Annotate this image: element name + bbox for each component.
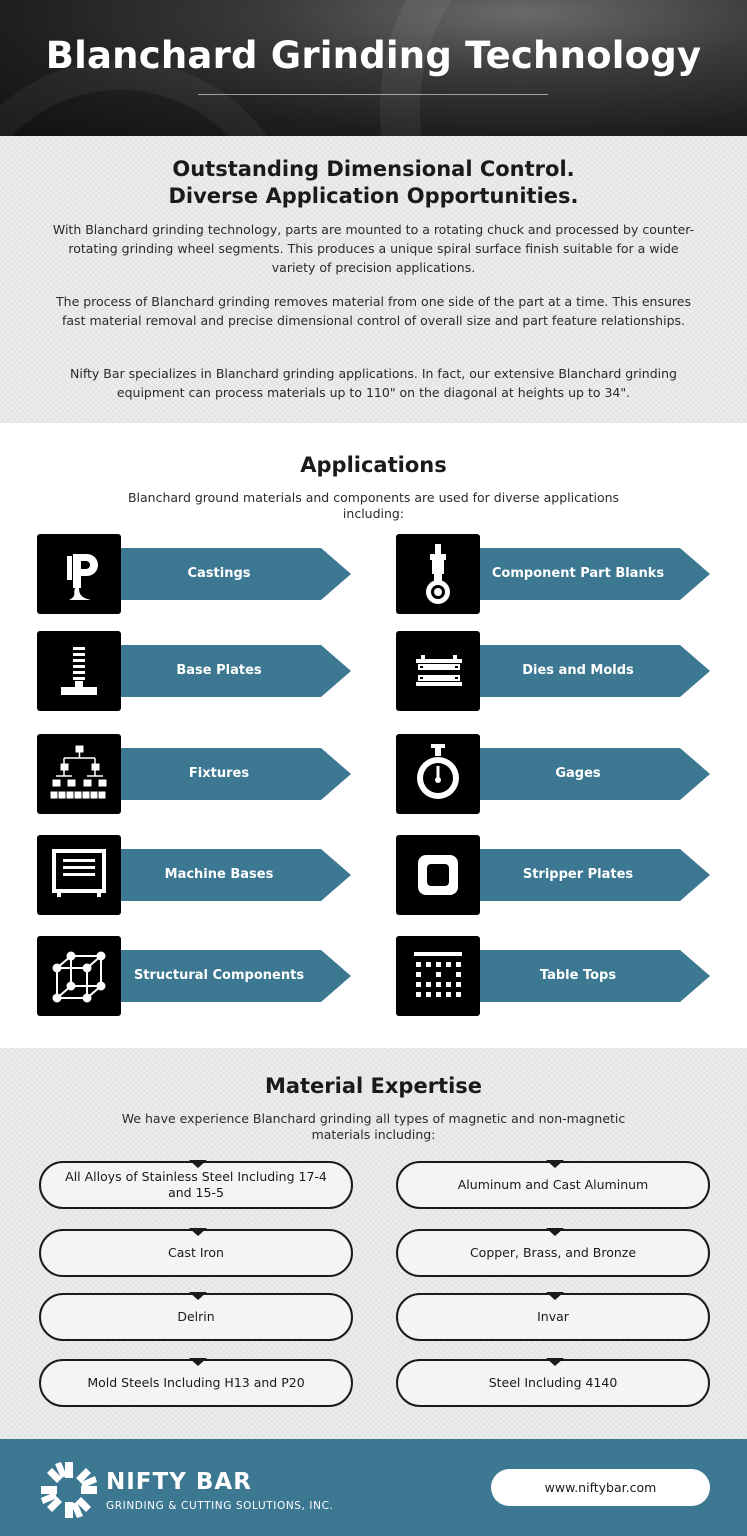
material-item: Delrin [39, 1292, 353, 1341]
brand-tagline: GRINDING & CUTTING SOLUTIONS, INC. [106, 1500, 334, 1512]
base-plate-icon [37, 631, 121, 711]
application-castings: Castings [37, 534, 351, 614]
component-part-icon [396, 534, 480, 614]
application-gages: Gages [396, 734, 710, 814]
intro-heading-line2: Diverse Application Opportunities. [168, 184, 579, 208]
notch-marker [546, 1228, 564, 1236]
casting-pour-icon [37, 534, 121, 614]
website-link-button[interactable]: www.niftybar.com [491, 1469, 710, 1506]
notch-marker [189, 1160, 207, 1168]
notch-marker [189, 1228, 207, 1236]
material-label: Delrin [177, 1309, 215, 1324]
notch-marker [546, 1358, 564, 1366]
application-label: Gages [555, 766, 601, 781]
material-label: Aluminum and Cast Aluminum [457, 1177, 649, 1192]
intro-heading-line1: Outstanding Dimensional Control. [172, 157, 575, 181]
nifty-bar-logo-icon [38, 1459, 100, 1521]
material-label: Steel Including 4140 [488, 1375, 618, 1390]
intro-paragraph-1: With Blanchard grinding technology, part… [52, 222, 695, 275]
application-label: Component Part Blanks [491, 566, 665, 581]
material-label: All Alloys of Stainless Steel Including … [65, 1169, 327, 1200]
application-structural-components: Structural Components [37, 936, 351, 1016]
application-label: Stripper Plates [522, 867, 634, 882]
application-dies-and-molds: Dies and Molds [396, 631, 710, 711]
structural-cube-icon [37, 936, 121, 1016]
application-component-part-blanks: Component Part Blanks [396, 534, 710, 614]
stripper-plate-icon [396, 835, 480, 915]
fixture-hierarchy-icon [37, 734, 121, 814]
materials-title: Material Expertise [264, 1074, 483, 1098]
material-item: Copper, Brass, and Bronze [396, 1228, 710, 1277]
application-label: Machine Bases [164, 867, 274, 882]
material-item: Aluminum and Cast Aluminum [396, 1160, 710, 1209]
intro-paragraph-3: Nifty Bar specializes in Blanchard grind… [70, 366, 677, 400]
material-item: Cast Iron [39, 1228, 353, 1277]
hero-banner [0, 0, 747, 136]
application-base-plates: Base Plates [37, 631, 351, 711]
material-label: Copper, Brass, and Bronze [469, 1245, 637, 1260]
application-label: Castings [187, 566, 251, 581]
application-label: Fixtures [188, 766, 250, 781]
application-label: Dies and Molds [522, 663, 634, 678]
material-item: All Alloys of Stainless Steel Including … [39, 1160, 353, 1209]
application-table-tops: Table Tops [396, 936, 710, 1016]
table-top-grid-icon [396, 936, 480, 1016]
notch-marker [189, 1358, 207, 1366]
brand-name: NIFTY BAR [106, 1469, 252, 1495]
gage-dial-icon [396, 734, 480, 814]
dies-molds-icon [396, 631, 480, 711]
title-divider [198, 94, 548, 95]
material-label: Invar [537, 1309, 569, 1324]
material-item: Mold Steels Including H13 and P20 [39, 1358, 353, 1407]
application-stripper-plates: Stripper Plates [396, 835, 710, 915]
intro-heading: Outstanding Dimensional Control. Diverse… [0, 156, 747, 210]
application-label: Base Plates [176, 663, 262, 678]
page-title: Blanchard Grinding Technology [45, 34, 702, 77]
material-label: Mold Steels Including H13 and P20 [87, 1375, 305, 1390]
material-label: Cast Iron [168, 1245, 224, 1260]
application-fixtures: Fixtures [37, 734, 351, 814]
applications-subtitle: Blanchard ground materials and component… [127, 490, 620, 521]
notch-marker [546, 1160, 564, 1168]
application-label: Structural Components [133, 968, 305, 983]
material-item: Steel Including 4140 [396, 1358, 710, 1407]
materials-subtitle: We have experience Blanchard grinding al… [121, 1111, 626, 1142]
application-label: Table Tops [539, 968, 617, 983]
notch-marker [189, 1292, 207, 1300]
intro-paragraph-2: The process of Blanchard grinding remove… [56, 294, 691, 328]
machine-base-icon [37, 835, 121, 915]
notch-marker [546, 1292, 564, 1300]
material-item: Invar [396, 1292, 710, 1341]
intro-section [0, 136, 747, 423]
application-machine-bases: Machine Bases [37, 835, 351, 915]
applications-title: Applications [300, 453, 447, 477]
